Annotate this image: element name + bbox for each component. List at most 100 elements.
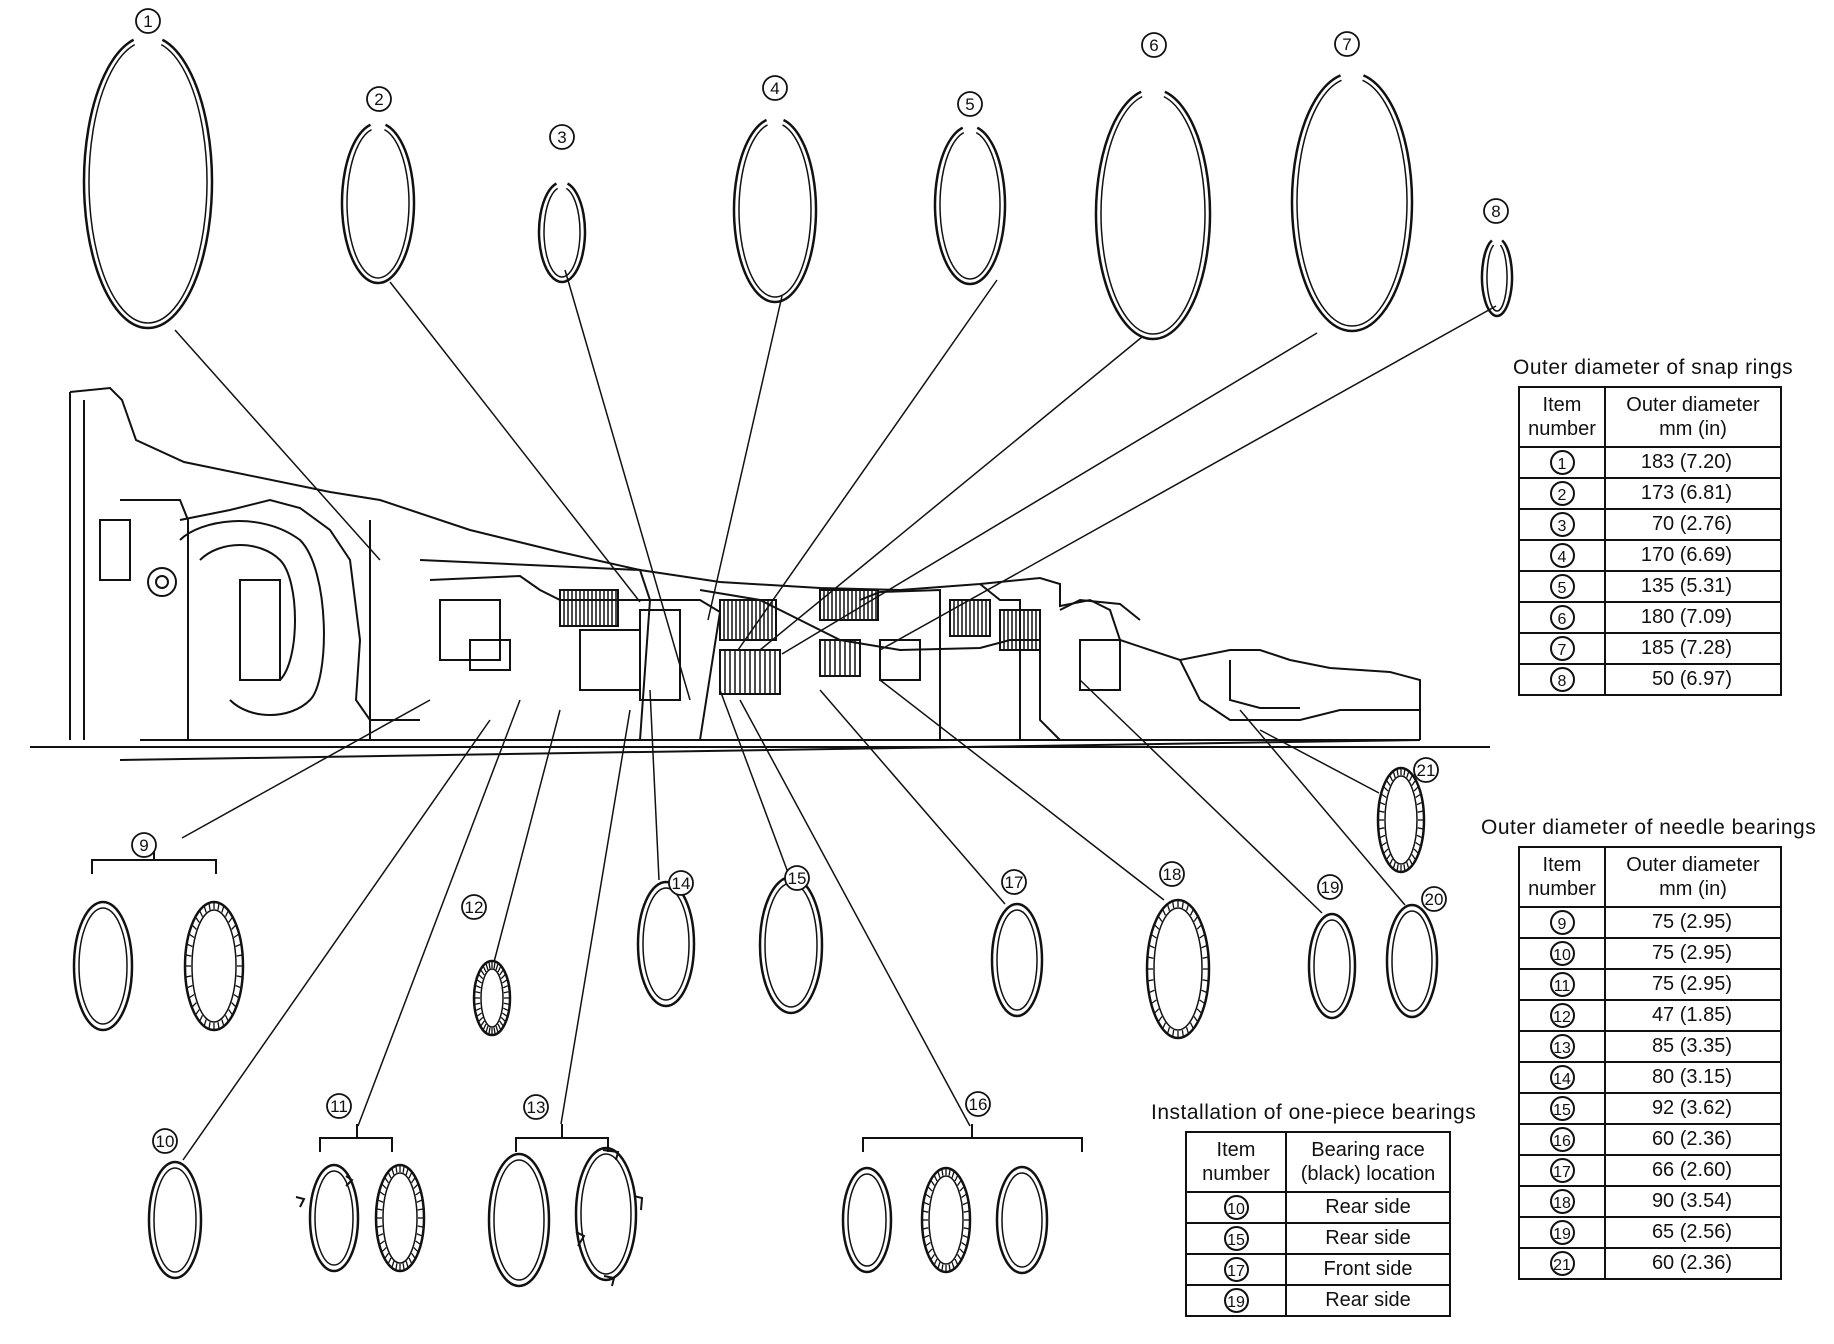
value-cell: 70 (2.76) bbox=[1604, 508, 1782, 541]
needle-roller bbox=[1172, 901, 1175, 909]
item-number-cell: 6 bbox=[1518, 601, 1606, 634]
item-number: 11 bbox=[1549, 972, 1575, 998]
callout-circle bbox=[1317, 874, 1343, 900]
callout-circle bbox=[461, 894, 487, 920]
needle-roller bbox=[1415, 793, 1421, 799]
race-tab bbox=[575, 1231, 586, 1247]
needle-roller bbox=[503, 991, 509, 994]
item-number: 14 bbox=[1549, 1065, 1575, 1091]
item-callout-21: 21 bbox=[1413, 757, 1439, 783]
needle-roller bbox=[962, 1201, 968, 1206]
needle-roller bbox=[417, 1225, 423, 1228]
needle-roller bbox=[384, 1177, 389, 1184]
needle-roller bbox=[1185, 1027, 1189, 1034]
needle-roller bbox=[951, 1171, 955, 1178]
item-callout-8: 8 bbox=[1483, 198, 1509, 224]
item-callout-19: 19 bbox=[1317, 874, 1343, 900]
group-bracket-13 bbox=[515, 1124, 609, 1152]
race-inner bbox=[580, 1153, 632, 1275]
snap-ring-outer bbox=[537, 182, 587, 284]
needle-roller bbox=[925, 1241, 931, 1247]
needle-roller bbox=[415, 1240, 421, 1245]
col-item-number-label: Item number bbox=[1528, 394, 1596, 440]
leader-line bbox=[737, 279, 998, 651]
housing-outline bbox=[69, 386, 1421, 740]
needle-roller bbox=[493, 1027, 496, 1034]
needle-roller bbox=[927, 1186, 933, 1192]
needle-roller bbox=[957, 1254, 962, 1260]
needle-roller bbox=[413, 1247, 419, 1252]
needle-roller bbox=[927, 1248, 933, 1254]
needle-roller bbox=[500, 1016, 506, 1022]
leader-line bbox=[1259, 729, 1380, 794]
snap-ring-7 bbox=[1290, 74, 1414, 333]
item-number-cell: 5 bbox=[1518, 570, 1606, 603]
needle-roller bbox=[1172, 1029, 1175, 1037]
needle-roller bbox=[231, 1002, 236, 1007]
callout-circle bbox=[326, 1093, 352, 1119]
item-number-cell: 9 bbox=[1518, 906, 1606, 939]
needle-roller bbox=[1408, 775, 1413, 782]
needle-roller bbox=[381, 1184, 387, 1189]
col-bearing-race-location: Bearing race (black) location bbox=[1285, 1131, 1451, 1193]
race-outer bbox=[636, 880, 696, 1008]
snap-ring-outer bbox=[340, 123, 416, 285]
callout-number: 16 bbox=[969, 1095, 988, 1114]
leader-line bbox=[739, 699, 971, 1127]
snap-ring-outer bbox=[1094, 90, 1212, 341]
race-10 bbox=[147, 1160, 203, 1280]
needle-roller bbox=[186, 975, 192, 978]
col-item-number: Item number bbox=[1518, 386, 1606, 448]
low-reverse-brake-pack bbox=[949, 599, 991, 637]
item-number-cell: 12 bbox=[1518, 999, 1606, 1032]
clutch-pack-frame bbox=[719, 649, 781, 695]
item-number-cell: 17 bbox=[1185, 1253, 1287, 1286]
race-outer bbox=[72, 900, 134, 1032]
needle-roller bbox=[1406, 771, 1410, 778]
planetary-gear-front bbox=[719, 649, 781, 695]
bearing-inner bbox=[382, 1172, 418, 1264]
leader-line bbox=[759, 336, 1143, 651]
col-outer-diameter: Outer diameter mm (in) bbox=[1604, 386, 1782, 448]
needle-roller bbox=[933, 1175, 938, 1182]
needle-roller bbox=[1417, 810, 1423, 813]
item-number-cell: 1 bbox=[1518, 446, 1606, 479]
rear-clutch-pack bbox=[719, 599, 777, 641]
snap-ring-4 bbox=[732, 118, 818, 304]
item-callout-13: 13 bbox=[523, 1094, 549, 1120]
item-callout-4: 4 bbox=[762, 75, 788, 101]
race-inner bbox=[153, 1167, 197, 1273]
leader-line bbox=[707, 295, 783, 621]
race-inner bbox=[1391, 910, 1433, 1012]
needle-roller bbox=[1380, 834, 1386, 839]
needle-roller bbox=[963, 1227, 969, 1230]
bearing-outer bbox=[472, 959, 512, 1037]
callout-number: 9 bbox=[139, 836, 148, 855]
needle-roller bbox=[957, 1180, 962, 1186]
item-number-cell: 18 bbox=[1518, 1185, 1606, 1218]
pump-gear-center bbox=[155, 575, 169, 589]
one-piece-bearings-table: Item number Bearing race (black) locatio… bbox=[1185, 1131, 1451, 1317]
race-outer bbox=[1307, 912, 1357, 1020]
needle-roller bbox=[1380, 801, 1386, 806]
needle-roller bbox=[1396, 864, 1399, 871]
needle-roller bbox=[379, 1240, 385, 1245]
needle-roller bbox=[1196, 924, 1202, 930]
needle-roller bbox=[1154, 924, 1160, 930]
value-cell: 75 (2.95) bbox=[1604, 937, 1782, 970]
needle-roller bbox=[203, 1019, 207, 1026]
needle-roller bbox=[195, 1009, 200, 1015]
needle-roller bbox=[1413, 786, 1419, 792]
needle-roller bbox=[1403, 769, 1406, 776]
needle-roller bbox=[233, 993, 239, 999]
callout-number: 11 bbox=[330, 1097, 348, 1116]
bearing-outer bbox=[374, 1163, 426, 1273]
item-number: 17 bbox=[1549, 1158, 1575, 1184]
